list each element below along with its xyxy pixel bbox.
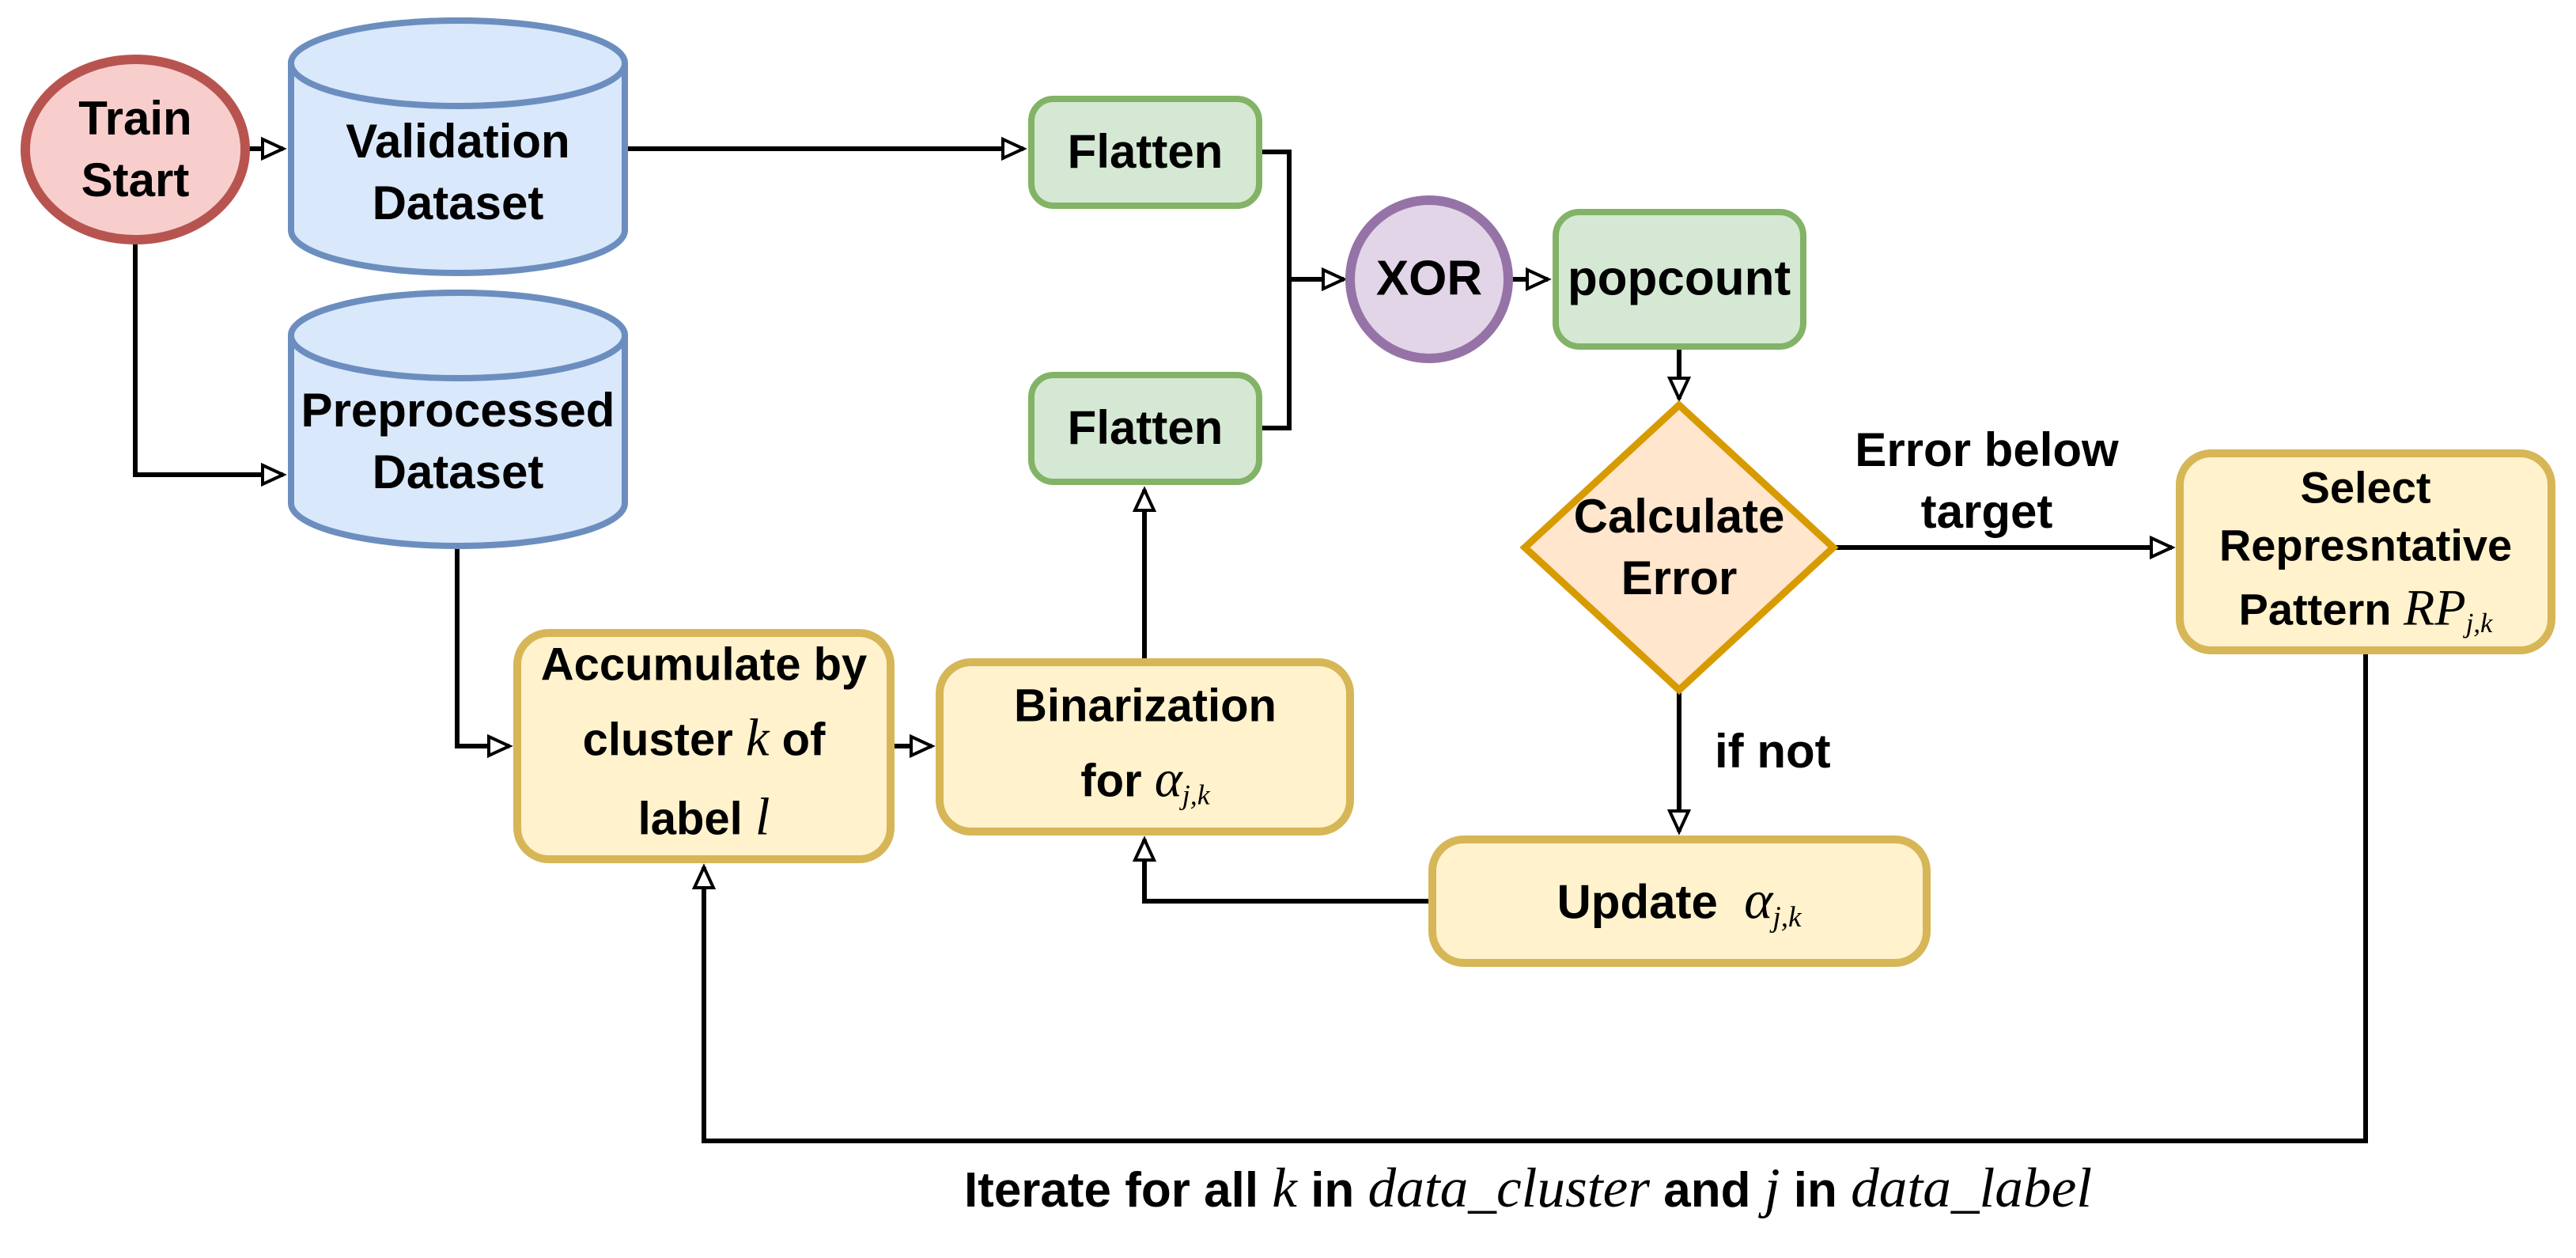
accumulate-cluster-text: cluster bbox=[582, 714, 733, 766]
update-label: Update αj,k bbox=[1557, 866, 1801, 938]
train-start-label: Train Start bbox=[78, 92, 192, 207]
binarization-label: Binarization for αj,k bbox=[1014, 680, 1277, 811]
binarization-for-text: for bbox=[1080, 755, 1142, 807]
edge-select-loop-to-accumulate bbox=[691, 652, 2368, 1143]
preprocessed-cylinder-top bbox=[288, 290, 628, 381]
select-rp-pattern-text: Pattern bbox=[2238, 583, 2392, 634]
edge-flatten-top-merge bbox=[1259, 150, 1292, 279]
xor-label: XOR bbox=[1375, 251, 1483, 306]
edge-train-to-preprocessed bbox=[133, 241, 287, 487]
binarization-alpha-math: α bbox=[1154, 750, 1182, 809]
flatten-top-label: Flatten bbox=[1067, 125, 1224, 178]
caption-text-4: in bbox=[1793, 1163, 1837, 1218]
accumulate-l-math: l bbox=[755, 788, 770, 847]
caption-data-cluster-math: data_cluster bbox=[1367, 1157, 1650, 1220]
accumulate-label-text: label bbox=[637, 793, 743, 845]
popcount-label: popcount bbox=[1567, 251, 1791, 306]
validation-dataset-label: Validation Dataset bbox=[346, 115, 570, 229]
flatten-top-shape bbox=[1028, 96, 1262, 209]
caption-k-math: k bbox=[1272, 1157, 1297, 1220]
update-text: Update bbox=[1557, 875, 1718, 929]
update-alpha-math: α bbox=[1744, 870, 1773, 930]
caption-data-label-math: data_label bbox=[1851, 1157, 2093, 1220]
validation-cylinder-top bbox=[288, 17, 628, 109]
select-rp-subscript: j,k bbox=[2465, 607, 2493, 638]
flatten-bottom-shape bbox=[1028, 372, 1262, 485]
caption-text-2: in bbox=[1311, 1163, 1355, 1218]
accumulate-shape bbox=[513, 629, 895, 863]
select-rp-label: Select Represntative Pattern RPj,k bbox=[2219, 462, 2513, 638]
calculate-error-shape bbox=[1519, 400, 1839, 695]
caption-text-3: and bbox=[1663, 1163, 1751, 1218]
flatten-bottom-label: Flatten bbox=[1067, 401, 1224, 454]
update-shape bbox=[1428, 836, 1931, 967]
select-rp-shape bbox=[2176, 449, 2555, 654]
caption-j-math: j bbox=[1764, 1157, 1780, 1220]
select-rp-math: RP bbox=[2404, 578, 2466, 635]
calculate-error-label: Calculate Error bbox=[1573, 490, 1785, 604]
update-subscript: j,k bbox=[1772, 901, 1802, 934]
iterate-caption: Iterate for all k in data_cluster and j … bbox=[964, 1154, 2092, 1222]
edge-flatten-bottom-merge bbox=[1259, 279, 1292, 430]
edge-preprocessed-to-accumulate bbox=[455, 546, 513, 759]
accumulate-of-text: of bbox=[781, 714, 826, 766]
preprocessed-dataset-label: Preprocessed Dataset bbox=[301, 384, 615, 498]
if-not-label: if not bbox=[1715, 725, 1831, 778]
edge-update-to-binarization bbox=[1132, 836, 1432, 904]
validation-dataset-shape bbox=[288, 17, 628, 276]
accumulate-k-math: k bbox=[745, 709, 770, 767]
binarization-subscript: j,k bbox=[1182, 779, 1210, 811]
caption-text-1: Iterate for all bbox=[963, 1163, 1259, 1218]
train-start-shape bbox=[21, 55, 250, 244]
xor-shape bbox=[1345, 195, 1513, 363]
binarization-shape bbox=[936, 658, 1354, 836]
popcount-shape bbox=[1553, 209, 1806, 350]
preprocessed-dataset-shape bbox=[288, 290, 628, 549]
error-below-target-label: Error below target bbox=[1855, 423, 2119, 538]
accumulate-label: Accumulate by cluster k of label l bbox=[540, 638, 868, 847]
